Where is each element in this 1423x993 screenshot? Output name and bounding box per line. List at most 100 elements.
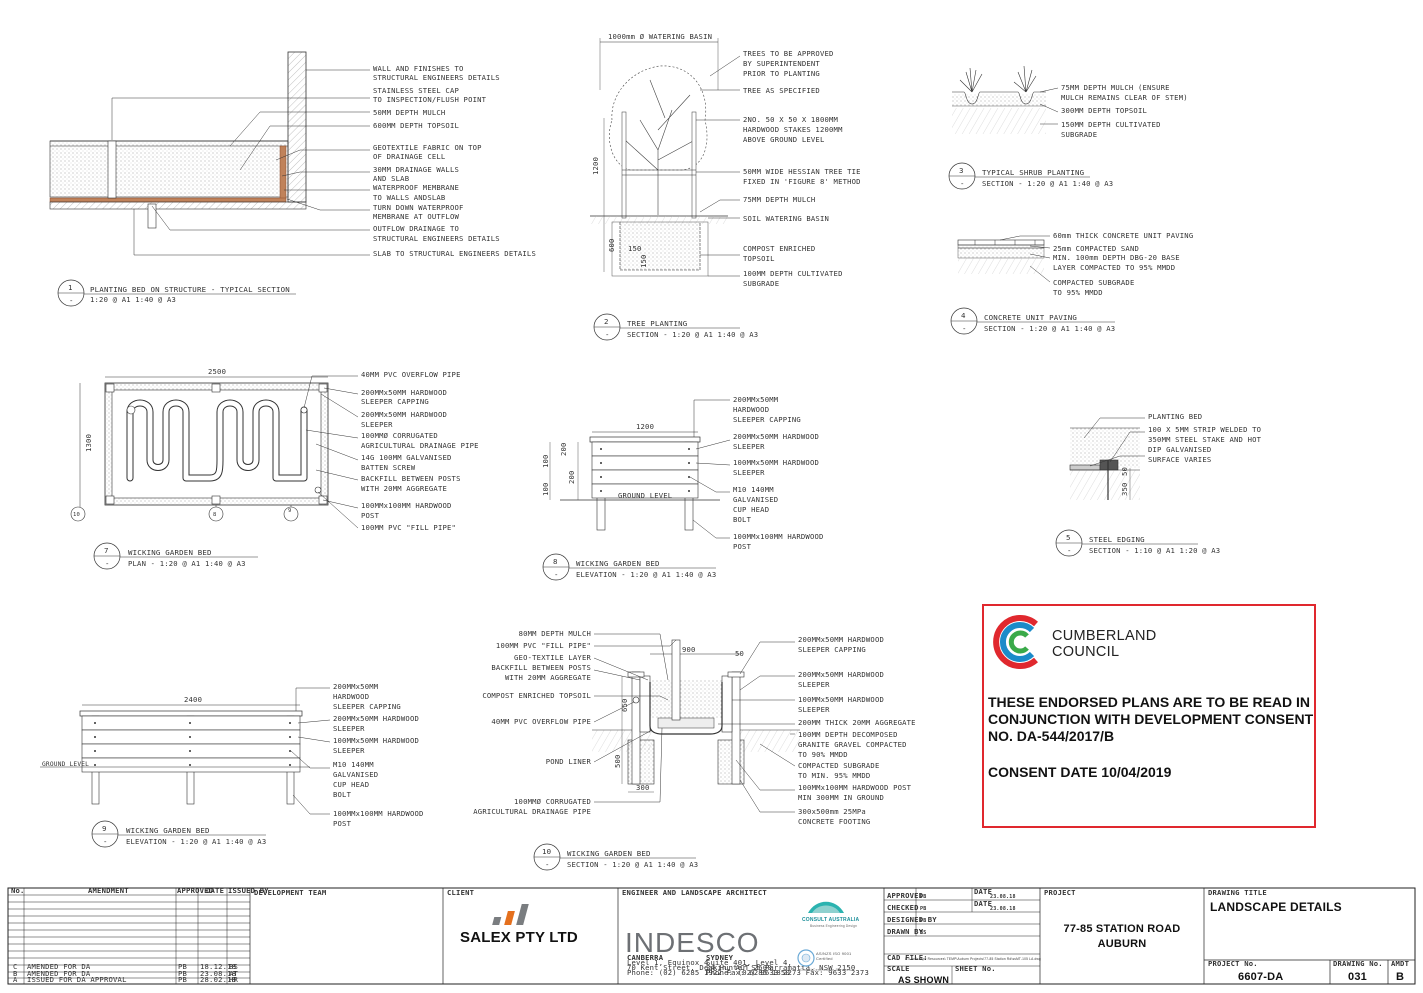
office-canberra-l3: Phone: (02) 6285 1922 Fax: 6285 1850 bbox=[627, 968, 790, 977]
d8-note-1: HARDWOOD bbox=[733, 405, 769, 414]
d2-note-6: ABOVE GROUND LEVEL bbox=[743, 135, 825, 144]
amend-b-issued: AT bbox=[229, 969, 239, 978]
d9-scale: ELEVATION - 1:20 @ A1 1:40 @ A3 bbox=[126, 837, 266, 846]
scale-label: SCALE bbox=[887, 964, 910, 973]
tb-header-drawing-title: DRAWING TITLE bbox=[1208, 888, 1267, 897]
d7-dash: - bbox=[105, 559, 110, 568]
approved-label: APPROVED bbox=[887, 891, 923, 900]
drawn-by-label: DRAWN BY bbox=[887, 927, 924, 936]
project-address-line2: AUBURN bbox=[1098, 938, 1147, 950]
d1-note-8: 30MM DRAINAGE WALLS bbox=[373, 165, 459, 174]
d1-note-1: STRUCTURAL ENGINEERS DETAILS bbox=[373, 73, 500, 82]
d10-left-8: 100MMØ CORRUGATED bbox=[514, 797, 591, 806]
tb-header-dev-team: DEVELOPMENT TEAM bbox=[254, 888, 327, 897]
d2-dim-1200: 1200 bbox=[591, 157, 600, 175]
detail-7-wicking-bed-plan: 2500 1300 10 8 9 bbox=[70, 367, 479, 570]
d2-note-8: FIXED IN 'FIGURE 8' METHOD bbox=[743, 177, 861, 186]
d8-note-12: POST bbox=[733, 542, 752, 551]
d9-note-11: 100MMx100MM HARDWOOD bbox=[333, 809, 424, 818]
d8-note-5: 100MMx50MM HARDWOOD bbox=[733, 458, 819, 467]
d2-title-marker: 2 - TREE PLANTING SECTION - 1:20 @ A1 1:… bbox=[593, 313, 758, 341]
d2-scale: SECTION - 1:20 @ A1 1:40 @ A3 bbox=[627, 330, 758, 339]
d10-right-6: 200MM THICK 20MM AGGREGATE bbox=[798, 718, 916, 727]
d2-note-12: TOPSOIL bbox=[743, 254, 775, 263]
d10-right-8: GRANITE GRAVEL COMPACTED bbox=[798, 740, 907, 749]
d8-note-9: CUP HEAD bbox=[733, 505, 769, 514]
amend-b-no: B bbox=[13, 969, 18, 978]
d10-dim-300: 300 bbox=[636, 783, 650, 792]
tb-header-client: CLIENT bbox=[447, 888, 475, 897]
d5-note-4: SURFACE VARIES bbox=[1148, 455, 1211, 464]
d2-note-5: HARDWOOD STAKES 1200MM bbox=[743, 125, 843, 134]
office-canberra-city: CANBERRA bbox=[627, 953, 664, 962]
d10-right-1: SLEEPER CAPPING bbox=[798, 645, 866, 654]
d9-note-3: 200MMx50MM HARDWOOD bbox=[333, 714, 419, 723]
d8-number: 8 bbox=[553, 557, 558, 566]
d3-number: 3 bbox=[959, 166, 964, 175]
d7-note-3: 200MMx50MM HARDWOOD bbox=[361, 410, 447, 419]
d8-dim-200a: 200 bbox=[559, 442, 568, 456]
d2-note-0: TREES TO BE APPROVED bbox=[743, 49, 834, 58]
d5-note-1: 100 X 5MM STRIP WELDED TO bbox=[1148, 425, 1261, 434]
d2-dim-150b: 150 bbox=[639, 254, 648, 268]
amend-c-date: 18.12.18 bbox=[200, 962, 236, 971]
d7-number: 7 bbox=[104, 546, 109, 555]
iso-certified-logo: AS/NZS ISO 9001 Certified Global Certifi… bbox=[797, 949, 852, 972]
drawn-by: BS bbox=[920, 930, 926, 936]
d10-right-2: 200MMx50MM HARDWOOD bbox=[798, 670, 884, 679]
title-block: No. AMENDMENT APPROVED DATE ISSUED BY DE… bbox=[7, 886, 1416, 985]
d10-left-1: 100MM PVC "FILL PIPE" bbox=[496, 641, 591, 650]
d1-note-11: TO WALLS ANDSLAB bbox=[373, 193, 445, 202]
d8-dash: - bbox=[554, 570, 559, 579]
d2-dash: - bbox=[605, 330, 610, 339]
d10-left-4: WITH 20MM AGGREGATE bbox=[505, 673, 591, 682]
d5-note-0: PLANTING BED bbox=[1148, 412, 1202, 421]
designed-by: PB bbox=[920, 918, 926, 924]
d7-note-1: 200MMx50MM HARDWOOD bbox=[361, 388, 447, 397]
d3-title: TYPICAL SHRUB PLANTING bbox=[982, 168, 1084, 177]
amend-c-issued: BS bbox=[229, 962, 238, 971]
d7-note-6: AGRICULTURAL DRAINAGE PIPE bbox=[361, 441, 479, 450]
d2-note-3: TREE AS SPECIFIED bbox=[743, 86, 820, 95]
d7-note-2: SLEEPER CAPPING bbox=[361, 397, 429, 406]
d10-right-13: MIN 300MM IN GROUND bbox=[798, 793, 884, 802]
d7-scale: PLAN - 1:20 @ A1 1:40 @ A3 bbox=[128, 559, 246, 568]
office-canberra-l1: Level 1, Equinox 4 bbox=[627, 958, 709, 967]
d2-note-2: PRIOR TO PLANTING bbox=[743, 69, 820, 78]
d1-number: 1 bbox=[68, 283, 73, 292]
d4-note-4: COMPACTED SUBGRADE bbox=[1053, 278, 1135, 287]
drawing-number: 031 bbox=[1348, 971, 1367, 983]
d10-left-0: 80MM DEPTH MULCH bbox=[519, 629, 591, 638]
d9-note-5: 100MMx50MM HARDWOOD bbox=[333, 736, 419, 745]
d2-note-10: SOIL WATERING BASIN bbox=[743, 214, 829, 223]
d10-right-3: SLEEPER bbox=[798, 680, 830, 689]
d2-dim-150a: 150 bbox=[628, 244, 642, 253]
d9-title-marker: 9 - WICKING GARDEN BED ELEVATION - 1:20 … bbox=[91, 820, 266, 848]
d7-note-4: SLEEPER bbox=[361, 420, 393, 429]
d3-scale: SECTION - 1:20 @ A1 1:40 @ A3 bbox=[982, 179, 1113, 188]
tb-header-no: No. bbox=[11, 886, 25, 895]
d9-note-7: M10 140MM bbox=[333, 760, 374, 769]
d8-note-2: SLEEPER CAPPING bbox=[733, 415, 801, 424]
detail-3-shrub-planting: 75MM DEPTH MULCH (ENSURE MULCH REMAINS C… bbox=[948, 65, 1188, 190]
d1-note-7: OF DRAINAGE CELL bbox=[373, 152, 445, 161]
cumberland-council-logo-icon bbox=[993, 615, 1038, 669]
d7-note-11: 100MMx100MM HARDWOOD bbox=[361, 501, 452, 510]
d4-title-marker: 4 - CONCRETE UNIT PAVING SECTION - 1:20 … bbox=[950, 307, 1115, 335]
amend-a-by: PB bbox=[178, 975, 187, 984]
d2-number: 2 bbox=[604, 317, 609, 326]
d3-note-1: MULCH REMAINS CLEAR OF STEM) bbox=[1061, 93, 1188, 102]
d10-right-15: CONCRETE FOOTING bbox=[798, 817, 870, 826]
council-brand: CUMBERLAND COUNCIL bbox=[1052, 628, 1157, 660]
d7-ref-9: 9 bbox=[288, 508, 292, 514]
d10-right-10: COMPACTED SUBGRADE bbox=[798, 761, 880, 770]
d10-right-12: 100MMx100MM HARDWOOD POST bbox=[798, 783, 912, 792]
d7-note-10: WITH 20MM AGGREGATE bbox=[361, 484, 447, 493]
d4-title: CONCRETE UNIT PAVING bbox=[984, 313, 1077, 322]
d5-note-2: 350MM STEEL STAKE AND HOT bbox=[1148, 435, 1262, 444]
d10-left-9: AGRICULTURAL DRAINAGE PIPE bbox=[473, 807, 591, 816]
d9-ground-level: GROUND LEVEL bbox=[42, 761, 89, 768]
d3-note-4: SUBGRADE bbox=[1061, 130, 1097, 139]
d2-note-4: 2NO. 50 X 50 X 1800MM bbox=[743, 115, 839, 124]
